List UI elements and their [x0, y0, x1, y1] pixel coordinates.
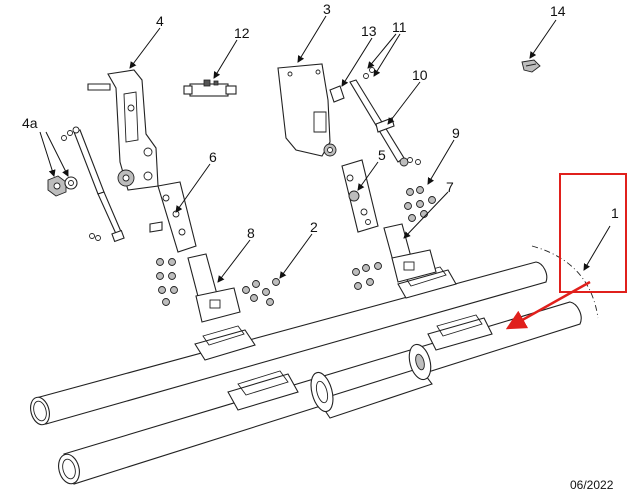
part-12-sensor-bar [183, 79, 237, 97]
bolts-left [156, 258, 280, 306]
part-4-bracket [87, 69, 159, 191]
tube-coupling [310, 343, 433, 419]
callout-5: 5 [378, 147, 386, 163]
callout-14: 14 [550, 3, 566, 19]
callout-8: 8 [247, 225, 255, 241]
callout-10: 10 [412, 67, 428, 83]
rear-tube [30, 261, 548, 426]
tube-saddles [194, 266, 493, 411]
part-3-plate [277, 63, 337, 157]
part-6-plate [149, 181, 197, 253]
part-5-plate [341, 159, 379, 233]
callout-6: 6 [209, 149, 217, 165]
callout-7: 7 [446, 179, 454, 195]
part-4a-hardware [47, 130, 101, 241]
leader-lines [39, 15, 611, 283]
rotation-arc [531, 245, 599, 319]
callout-1: 1 [611, 205, 619, 221]
callout-4a: 4a [22, 115, 38, 131]
callout-2: 2 [310, 219, 318, 235]
callout-9: 9 [452, 125, 460, 141]
bolts-right [352, 186, 436, 290]
part-13-shim [329, 85, 345, 103]
callout-13: 13 [361, 23, 377, 39]
callout-3: 3 [323, 1, 331, 17]
callout-12: 12 [234, 25, 250, 41]
date-stamp: 06/2022 [570, 478, 614, 492]
part-8-bracket [187, 253, 241, 323]
gas-spring [72, 126, 125, 243]
part-7-bracket [383, 223, 437, 283]
part-14-hook [521, 59, 541, 73]
callout-11: 11 [392, 19, 407, 35]
callout-4: 4 [156, 13, 164, 29]
highlight-arrow [505, 280, 591, 330]
highlight-box [559, 173, 627, 293]
